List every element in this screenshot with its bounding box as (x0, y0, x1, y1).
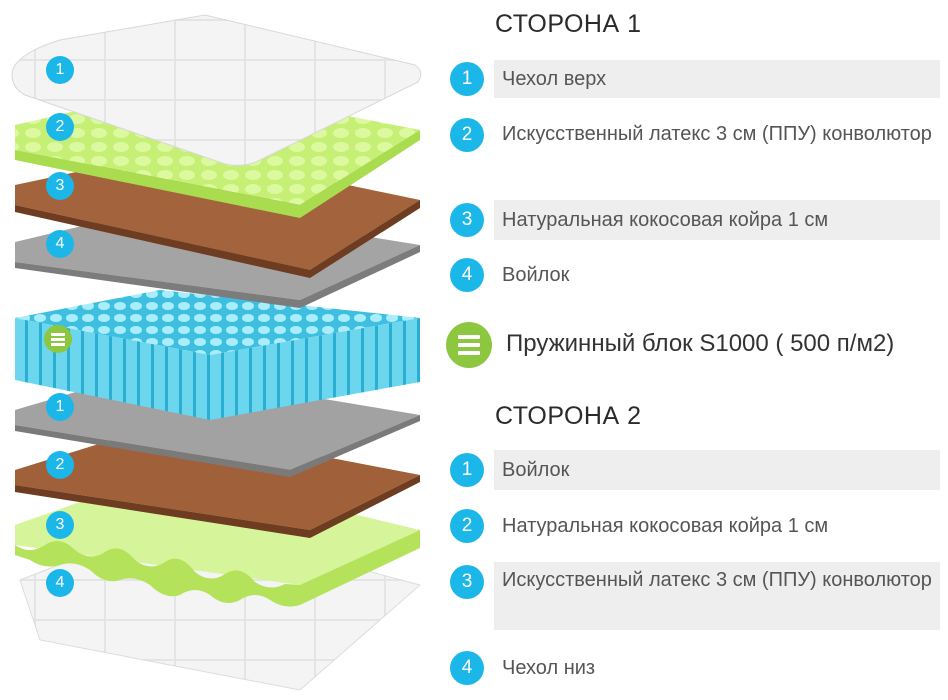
side-2-title: СТОРОНА 2 (495, 402, 642, 430)
number-badge: 2 (450, 509, 484, 543)
side-1-title: СТОРОНА 1 (495, 10, 642, 38)
diagram-label-bottom-2: 2 (46, 451, 74, 479)
diagram-label-bottom-1: 1 (46, 393, 74, 421)
layer-label: Чехол верх (502, 68, 607, 90)
layer-label: Натуральная кокосовая койра 1 см (502, 209, 829, 231)
diagram-label-bottom-3: 3 (46, 511, 74, 539)
mattress-layers-illustration (11, 14, 422, 691)
number-badge: 4 (450, 651, 484, 685)
layer-label: Войлок (502, 264, 570, 286)
side2-item-3: 3 Искусственный латекс 3 см (ППУ) конвол… (450, 562, 940, 630)
layer-label: Искусственный латекс 3 см (ППУ) конволют… (502, 123, 932, 145)
side1-item-4: 4 Войлок (450, 256, 940, 296)
side1-item-3: 3 Натуральная кокосовая койра 1 см (450, 200, 940, 240)
side2-item-4: 4 Чехол низ (450, 649, 940, 689)
spring-block-label: Пружинный блок S1000 ( 500 п/м2) (506, 330, 895, 357)
number-badge: 4 (450, 258, 484, 292)
diagram-spring-icon (44, 325, 72, 353)
layer-label: Войлок (502, 459, 570, 481)
layer-label: Искусственный латекс 3 см (ППУ) конволют… (502, 569, 932, 591)
number-badge: 2 (450, 118, 484, 152)
diagram-label-top-2: 2 (46, 113, 74, 141)
side1-item-1: 1 Чехол верх (450, 60, 940, 98)
number-badge: 1 (450, 453, 484, 487)
number-badge: 3 (450, 203, 484, 237)
side1-item-2: 2 Искусственный латекс 3 см (ППУ) конвол… (450, 116, 940, 184)
spring-block-item: Пружинный блок S1000 ( 500 п/м2) (446, 322, 941, 370)
diagram-label-top-4: 4 (46, 230, 74, 258)
number-badge: 1 (450, 62, 484, 96)
layer-label: Натуральная кокосовая койра 1 см (502, 515, 829, 537)
spring-block-icon (446, 322, 492, 368)
number-badge: 3 (450, 565, 484, 599)
diagram-label-top-3: 3 (46, 172, 74, 200)
side2-item-2: 2 Натуральная кокосовая койра 1 см (450, 507, 940, 547)
diagram-label-bottom-4: 4 (46, 569, 74, 597)
side2-item-1: 1 Войлок (450, 450, 940, 490)
diagram-label-top-1: 1 (46, 56, 74, 84)
layer-label: Чехол низ (502, 657, 596, 679)
bottom-coir-layer (15, 425, 420, 538)
top-cover-layer (11, 14, 422, 166)
